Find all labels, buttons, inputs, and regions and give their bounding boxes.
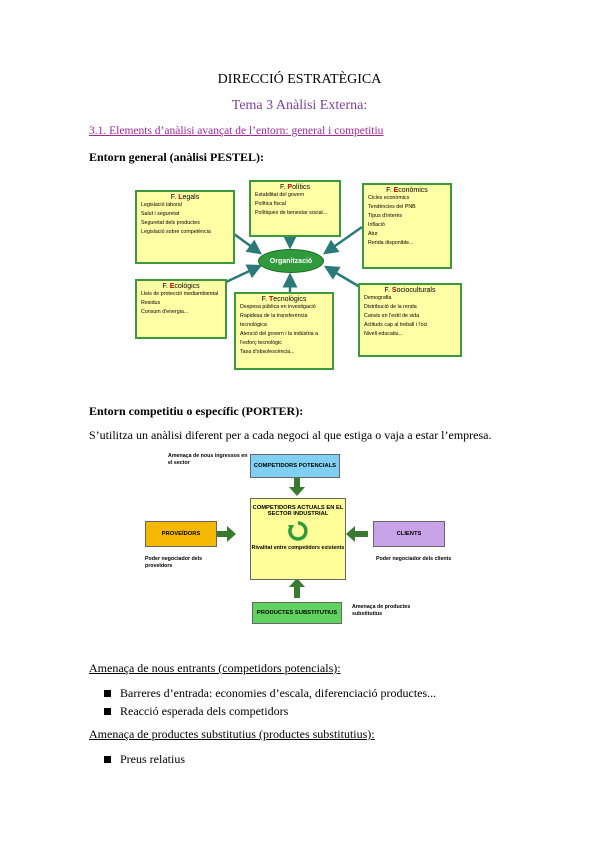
list-item: Reacció esperada dels competidors <box>104 704 288 719</box>
topic-subtitle: Tema 3 Anàlisi Externa: <box>231 98 368 113</box>
suppliers-note: Poder negociador dels proveïdors <box>145 556 203 569</box>
bullet-icon <box>104 690 111 697</box>
pestel-legals-box: F. Legals Legislació laboral Salut i seg… <box>135 190 235 264</box>
clients-box: CLIENTS <box>373 521 445 547</box>
suppliers-box: PROVEÏDORS <box>145 521 217 547</box>
porter-arrows <box>216 478 368 598</box>
list-item: Preus relatius <box>104 752 185 767</box>
substitutes-note: Amenaça de productes substitutius <box>352 604 411 617</box>
porter-intro: S’utilitza un anàlisi diferent per a cad… <box>89 428 492 442</box>
document-title: DIRECCIÓ ESTRATÈGICA <box>217 72 382 87</box>
substitutes-box: PRODUCTES SUBSTITUTIUS <box>252 602 342 624</box>
potential-competitors-box: COMPETIDORS POTENCIALS <box>250 454 340 478</box>
list-item: Barreres d’entrada: economies d’escala, … <box>104 686 436 701</box>
current-competitors-box: COMPETIDORS ACTUALS EN EL SECTOR INDUSTR… <box>250 498 346 580</box>
section-link[interactable]: 3.1. Elements d’anàlisi avançat de l’ent… <box>89 125 384 137</box>
organization-node: Organització <box>258 249 324 273</box>
bullet-icon <box>104 756 111 763</box>
cycle-icon <box>288 521 308 541</box>
bullet-icon <box>104 708 111 715</box>
pestel-economics-box: F. Econòmics Cicles econòmics Tendències… <box>362 183 452 269</box>
pestel-ecologics-box: F. Ecològics Lleis de protecció mediambi… <box>135 279 227 339</box>
porter-heading: Entorn competitiu o específic (PORTER): <box>89 404 304 418</box>
pestel-socioculturals-box: F. Socioculturals Demografia Distribució… <box>358 283 462 357</box>
substitutes-heading: Amenaça de productes substitutius (produ… <box>89 727 375 741</box>
potential-note: Amenaça de nous ingressos en el sector <box>168 453 248 466</box>
pestel-heading: Entorn general (anàlisi PESTEL): <box>89 150 265 164</box>
pestel-politics-box: F. Polítics Estabilitat del govern Polít… <box>249 180 341 237</box>
clients-note: Poder negociador dels clients <box>376 556 452 562</box>
pestel-tecnologics-box: F. Tecnològics Despesa pública en invest… <box>234 292 334 370</box>
new-entrants-heading: Amenaça de nous entrants (competidors po… <box>89 661 341 675</box>
